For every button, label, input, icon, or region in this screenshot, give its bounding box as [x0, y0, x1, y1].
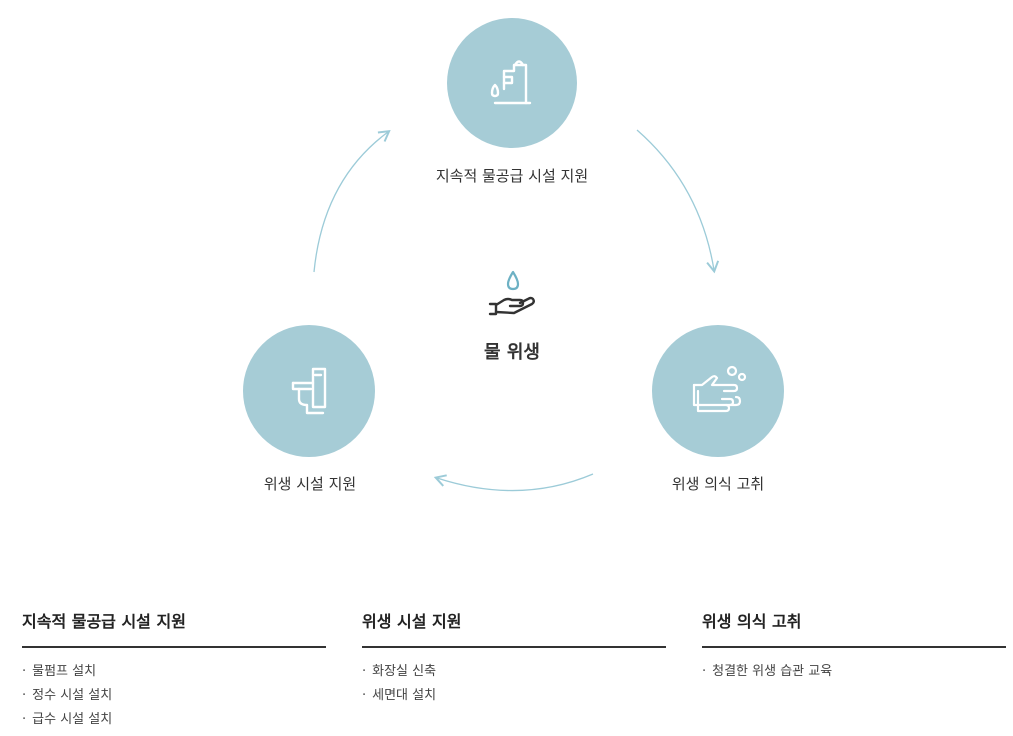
arrow-right-to-left	[433, 473, 594, 492]
column-title: 지속적 물공급 시설 지원	[22, 608, 326, 648]
faucet-icon	[490, 60, 532, 105]
node-sanitation-facility	[243, 325, 375, 457]
list-item: ·화장실 신축	[362, 664, 437, 679]
handwashing-icon	[692, 365, 747, 413]
program-columns: 지속적 물공급 시설 지원 ·물펌프 설치 ·정수 시설 설치 ·급수 시설 설…	[22, 608, 1006, 732]
node-label-sanitation-facility: 위생 시설 지원	[263, 475, 357, 493]
column-sanitation-facility: 위생 시설 지원 ·화장실 신축 ·세면대 설치	[362, 608, 666, 732]
toilet-icon	[291, 367, 327, 415]
column-hygiene-awareness: 위생 의식 고취 ·청결한 위생 습관 교육	[702, 608, 1006, 732]
column-water-supply: 지속적 물공급 시설 지원 ·물펌프 설치 ·정수 시설 설치 ·급수 시설 설…	[22, 608, 326, 732]
arrow-left-to-top	[313, 129, 391, 273]
column-title: 위생 의식 고취	[702, 608, 1006, 648]
water-drop-hand-icon	[488, 270, 535, 316]
list-item: ·청결한 위생 습관 교육	[702, 664, 833, 679]
cycle-diagram	[313, 129, 720, 492]
column-list: ·물펌프 설치 ·정수 시설 설치 ·급수 시설 설치	[22, 660, 326, 732]
column-list: ·청결한 위생 습관 교육	[702, 660, 1006, 684]
column-title: 위생 시설 지원	[362, 608, 666, 648]
node-water-supply	[447, 18, 577, 148]
node-label-water-supply: 지속적 물공급 시설 지원	[435, 167, 589, 185]
list-item: ·세면대 설치	[362, 688, 437, 703]
list-item: ·정수 시설 설치	[22, 688, 113, 703]
node-label-hygiene-awareness: 위생 의식 고취	[671, 475, 765, 493]
list-item: ·급수 시설 설치	[22, 712, 113, 727]
column-list: ·화장실 신축 ·세면대 설치	[362, 660, 666, 708]
list-item: ·물펌프 설치	[22, 664, 97, 679]
node-hygiene-awareness	[652, 325, 784, 457]
arrow-top-to-right	[636, 129, 720, 274]
center-title: 물 위생	[484, 342, 540, 363]
